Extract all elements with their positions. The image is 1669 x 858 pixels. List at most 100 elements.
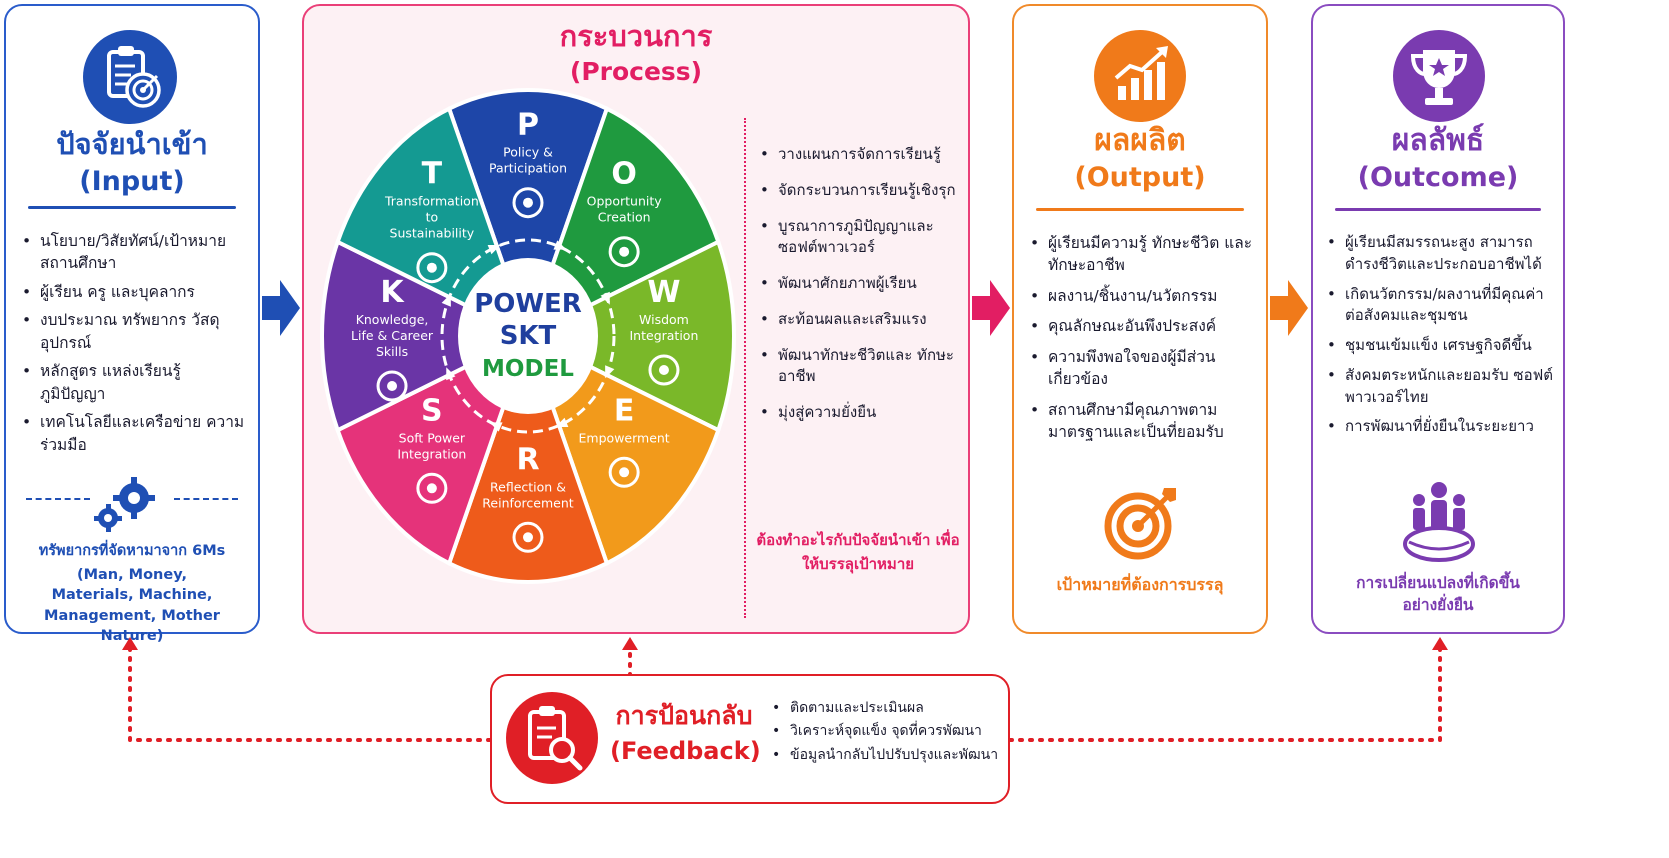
arrow-input-to-process [262, 278, 302, 342]
segment-k [320, 239, 533, 433]
segment-label: Integration [630, 328, 699, 343]
segment-label: Knowledge, [356, 312, 429, 327]
feedback-panel: การป้อนกลับ (Feedback) ติดตามและประเมินผ… [490, 674, 1010, 804]
trophy-icon [1393, 30, 1485, 122]
target-icon [1100, 484, 1180, 564]
segment-label: Participation [489, 161, 567, 176]
masks-icon-core [426, 483, 437, 494]
outcome-list: ผู้เรียนมีสมรรถนะสูง สามารถ ดำรงชีวิตและ… [1325, 232, 1559, 446]
segment-label: Wisdom [639, 312, 689, 327]
cycle-arrow [489, 422, 503, 432]
people-icon-core [523, 197, 533, 208]
output-title-en: (Output) [1074, 162, 1206, 193]
feedback-list: ติดตามและประเมินผลวิเคราะห์จุดแข็ง จุดที… [770, 698, 1006, 768]
list-item: บูรณาการภูมิปัญญาและ ซอฟต์พาวเวอร์ [758, 216, 968, 260]
segment-label: Skills [376, 344, 408, 359]
list-item: มุ่งสู่ความยั่งยืน [758, 402, 968, 424]
arrow-output-to-outcome [1270, 278, 1310, 342]
segment-label-group: E Empowerment [579, 393, 670, 488]
outcome-title-en: (Outcome) [1357, 162, 1519, 193]
list-item: วางแผนการจัดการเรียนรู้ [758, 144, 968, 166]
list-item: การพัฒนาที่ยั่งยืนในระยะยาว [1325, 416, 1559, 438]
growth-icon-core [619, 467, 630, 478]
cycle-arrow [555, 417, 569, 428]
chart-search-icon [512, 521, 544, 553]
segment-letter: K [380, 275, 405, 310]
segment-letter: P [517, 108, 539, 143]
list-item: ผู้เรียนมีสมรรถนะสูง สามารถ ดำรงชีวิตและ… [1325, 232, 1559, 276]
output-list: ผู้เรียนมีความรู้ ทักษะชีวิต และทักษะอาช… [1028, 232, 1258, 452]
cycle-arrow [600, 291, 610, 305]
people-icon [512, 187, 544, 219]
feedback-title-en: (Feedback) [610, 737, 761, 765]
wheel-center [458, 258, 598, 414]
brain-icon-core [387, 381, 398, 391]
output-target-label: เป้าหมายที่ต้องการบรรลุ [1056, 575, 1224, 594]
chart-search-icon-core [523, 532, 533, 543]
list-item: ผู้เรียนมีความรู้ ทักษะชีวิต และทักษะอาช… [1028, 232, 1258, 277]
wheel-center-text: POWER [474, 289, 582, 319]
list-item: เกิดนวัตกรรม/ผลงานที่มีคุณค่า ต่อสังคมแล… [1325, 284, 1559, 328]
wheel-center-text: MODEL [482, 356, 574, 382]
input-divider [28, 206, 236, 209]
process-note: ต้องทำอะไรกับปัจจัยนำเข้า เพื่อให้บรรลุเ… [756, 531, 960, 573]
community-globe-icon [1399, 476, 1479, 566]
list-item: คุณลักษณะอันพึงประสงค์ [1028, 315, 1258, 338]
outcome-divider [1335, 208, 1541, 211]
segment-letter: T [422, 157, 443, 192]
globe-icon-core [426, 262, 437, 273]
segment-letter: O [611, 157, 637, 192]
cycle-arrow [441, 293, 451, 307]
output-divider [1036, 208, 1244, 211]
segment-letter: E [614, 393, 635, 428]
list-item: หลักสูตร แหล่งเรียนรู้ ภูมิปัญญา [20, 360, 248, 405]
brain-icon [376, 370, 408, 402]
list-item: เทคโนโลยีและเครือข่าย ความร่วมมือ [20, 411, 248, 456]
door-icon [608, 236, 640, 268]
segment-label: Empowerment [579, 430, 670, 445]
segment-label: Life & Career [351, 328, 434, 343]
door-icon-core [619, 246, 630, 257]
segment-label: Transformation [384, 194, 479, 209]
segment-letter: W [647, 275, 680, 310]
masks-icon [416, 472, 448, 504]
segment-label: Creation [598, 210, 651, 225]
segment-label: Soft Power [399, 430, 466, 445]
list-item: ติดตามและประเมินผล [770, 698, 1006, 719]
process-title-en: (Process) [569, 57, 703, 86]
segment-label: Policy & [503, 145, 553, 160]
output-panel: ผลผลิต (Output) ผู้เรียนมีความรู้ ทักษะช… [1012, 4, 1268, 634]
list-item: ความพึงพอใจของผู้มีส่วน เกี่ยวข้อง [1028, 346, 1258, 391]
segment-p [446, 88, 610, 343]
arrow-process-to-output [972, 278, 1012, 342]
cycle-arrow [605, 365, 615, 379]
cycle-arrow [487, 244, 501, 255]
segment-label-group: P Policy &Participation [489, 108, 567, 219]
process-title-th: กระบวนการ [559, 19, 713, 53]
list-item: นโยบาย/วิสัยทัศน์/เป้าหมาย สถานศึกษา [20, 230, 248, 275]
list-item: สังคมตระหนักและยอมรับ ซอฟต์พาวเวอร์ไทย [1325, 365, 1559, 409]
resources-detail: (Man, Money, Materials, Machine, Managem… [44, 567, 220, 644]
list-item: ผู้เรียน ครู และบุคลากร [20, 281, 248, 304]
dashed-divider-left [26, 498, 90, 500]
cycle-arrow [446, 367, 456, 381]
segment-letter: R [516, 442, 539, 477]
list-item: พัฒนาศักยภาพผู้เรียน [758, 273, 968, 295]
segment-w [523, 239, 736, 433]
feedback-title-th: การป้อนกลับ [615, 701, 753, 730]
cycle-arrow [553, 240, 567, 250]
clipboard-search-icon [506, 692, 598, 784]
input-panel: ปัจจัยนำเข้า (Input) นโยบาย/วิสัยทัศน์/เ… [4, 4, 260, 644]
list-item: สถานศึกษามีคุณภาพตาม มาตรฐานและเป็นที่ยอ… [1028, 399, 1258, 444]
list-item: ข้อมูลนำกลับไปปรับปรุงและพัฒนา [770, 745, 1006, 766]
segment-label: Opportunity [587, 194, 663, 209]
wheel-center-text: SKT [500, 321, 557, 351]
growth-icon [608, 456, 640, 488]
resources-title: ทรัพยากรที่จัดหามาจาก 6Ms [38, 543, 226, 559]
output-title-th: ผลผลิต [1094, 123, 1186, 158]
